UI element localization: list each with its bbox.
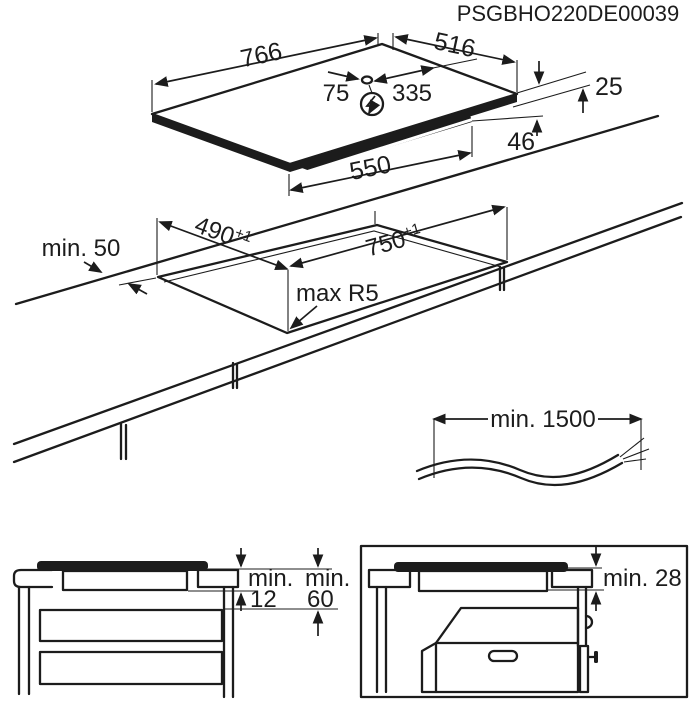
dimension-label: 12 xyxy=(250,586,277,613)
dimension-label: 335 xyxy=(392,80,432,107)
table-leg xyxy=(498,265,506,292)
panel-bump xyxy=(584,614,594,630)
hob-glass-section xyxy=(37,561,208,571)
dimension-label: min. 50 xyxy=(42,235,121,262)
section-above-drawers: min. 12 min. 60 xyxy=(12,548,350,699)
hob-isometric-drawing: 766 516 75 335 xyxy=(150,27,623,196)
worktop-cutout-drawing: min. 50 490+1 750+1 max R5 xyxy=(12,114,684,464)
dimension-label: min. xyxy=(305,565,350,592)
dimension-label: 25 xyxy=(595,73,623,101)
table-leg xyxy=(119,422,128,461)
worktop-right-section xyxy=(196,568,240,589)
tolerance-label: +1 xyxy=(232,224,254,246)
lightning-icon xyxy=(359,84,385,117)
dimension-335: 335 xyxy=(373,58,478,107)
oven-handle xyxy=(487,649,519,663)
section-above-oven: min. 28 xyxy=(359,544,689,699)
dimension-46: 46 xyxy=(471,115,544,156)
dimension-label: min. xyxy=(248,565,293,592)
oven-side-panel xyxy=(576,585,598,694)
worktop-left-section xyxy=(367,568,412,589)
dimension-label: max R5 xyxy=(296,280,379,307)
dimension-label: 766 xyxy=(238,37,285,73)
dimension-label: 516 xyxy=(431,27,478,63)
worktop-front-edge-bottom xyxy=(12,215,683,464)
drawer-front xyxy=(38,608,224,643)
hob-box-section xyxy=(417,569,549,593)
worktop-front-edge-top xyxy=(12,201,684,446)
dimension-label: 490 xyxy=(191,211,238,250)
dimension-label: min. 1500 xyxy=(490,406,595,433)
dimension-75: 75 xyxy=(323,71,360,107)
dimension-label: min. 28 xyxy=(603,565,682,592)
dimension-label: 75 xyxy=(323,80,350,107)
document-code: PSGBHO220DE00039 xyxy=(457,1,680,26)
adjuster-screw-head xyxy=(594,651,598,663)
dimension-min50: min. 50 xyxy=(42,235,148,295)
dimension-min60: min. 60 xyxy=(305,548,350,636)
hob-box-section xyxy=(61,569,189,592)
dimension-label: 46 xyxy=(507,128,535,156)
table-leg xyxy=(231,361,239,390)
cable-entry-hole xyxy=(360,75,374,85)
hob-glass-edge-band xyxy=(152,94,517,172)
dimension-25: 25 xyxy=(512,61,623,113)
dimension-550: 550 xyxy=(288,126,473,196)
worktop-left-section xyxy=(12,568,54,589)
dimension-max-r5: max R5 xyxy=(289,280,379,330)
drawer-front xyxy=(38,650,224,686)
hob-glass-section xyxy=(394,562,568,572)
dimension-min28: min. 28 xyxy=(590,547,682,611)
oven xyxy=(420,606,580,694)
worktop-right-section xyxy=(550,568,594,589)
dimension-label: 60 xyxy=(307,586,334,613)
dimension-min12: min. 12 xyxy=(235,548,293,613)
mains-cable xyxy=(415,437,650,487)
cable-length-drawing: min. 1500 xyxy=(415,406,650,487)
tolerance-label: +1 xyxy=(401,220,422,241)
